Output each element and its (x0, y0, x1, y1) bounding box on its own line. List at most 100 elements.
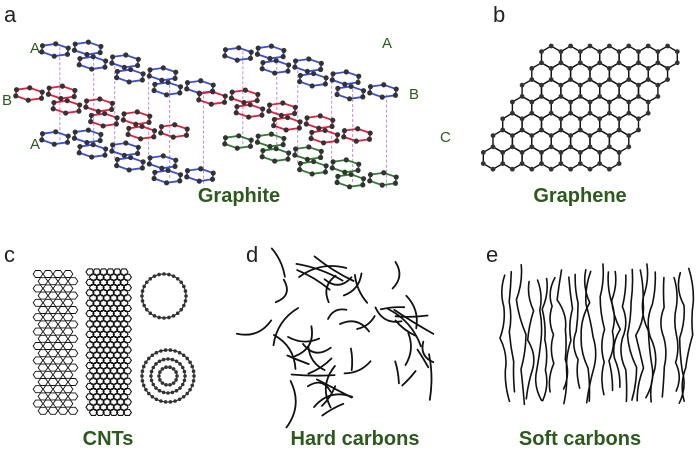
hexagon-ring (98, 320, 109, 328)
carbon-atom (141, 383, 146, 388)
carbon-atom (88, 112, 94, 119)
hexagon-ring (42, 270, 54, 278)
carbon-strand (620, 274, 628, 403)
hexagon-ring (115, 377, 126, 385)
carbon-atom (170, 390, 175, 395)
hexagon-ring (42, 284, 54, 293)
carbon-atom (114, 115, 120, 121)
layer-b-middle (13, 83, 190, 142)
carbon-atom (165, 167, 171, 174)
carbon-strand (580, 269, 591, 402)
carbon-atom (135, 144, 141, 150)
carbon-atom (306, 56, 312, 62)
hexagon-ring (98, 268, 109, 276)
carbon-atom (519, 150, 525, 155)
hexagon-ring (42, 399, 54, 408)
carbon-atom (39, 89, 45, 95)
carbon-atom (128, 154, 134, 161)
hexagon-ring (88, 315, 99, 323)
carbon-atom (172, 163, 178, 169)
carbon-atom (278, 112, 284, 119)
carbon-atom (71, 47, 78, 53)
carbon-atom (90, 54, 96, 60)
carbon-atom (123, 140, 129, 146)
hexagon-ring (92, 351, 102, 359)
hexagon-ring (92, 403, 102, 411)
carbon-atom (655, 49, 661, 54)
carbon-atom (114, 163, 120, 169)
hexagon-ring (109, 284, 119, 292)
hexagon-ring (67, 306, 79, 314)
carbon-atom (233, 110, 239, 116)
hexagon-ring (115, 294, 126, 302)
carbon-atom (577, 127, 583, 133)
hexagon-ring (119, 341, 129, 349)
carbon-atom (318, 148, 324, 154)
carbon-atom (65, 133, 71, 139)
hexagon-ring (98, 330, 109, 338)
carbon-atom (529, 166, 535, 172)
carbon-atom (120, 117, 126, 123)
carbon-atom (322, 81, 328, 87)
hexagon-ring (85, 393, 95, 401)
carbon-atom (335, 85, 341, 91)
carbon-atom (166, 357, 170, 361)
hexagon-ring (102, 346, 112, 354)
carbon-atom (177, 397, 182, 402)
carbon-atom (379, 182, 385, 188)
carbon-atom (39, 131, 46, 137)
hexagon-ring (85, 310, 95, 318)
carbon-atom (259, 66, 265, 72)
hexagon-ring (52, 370, 64, 379)
carbon-atom (335, 173, 341, 179)
carbon-atom (260, 147, 266, 154)
carbon-atom (114, 68, 120, 75)
carbon-atom (260, 59, 266, 66)
hexagon-ring (540, 45, 562, 70)
carbon-atom (150, 394, 155, 399)
hexagon-ring (37, 406, 49, 415)
carbon-fragment (307, 357, 333, 375)
hexagon-ring (560, 45, 581, 70)
carbon-atom (174, 378, 178, 382)
carbon-atom (151, 382, 156, 387)
carbon-strand (548, 276, 556, 393)
carbon-atom (509, 144, 515, 150)
carbon-atom (163, 400, 168, 404)
carbon-atom (539, 94, 544, 99)
hexagon-ring (119, 310, 129, 318)
carbon-strand (641, 263, 654, 399)
carbon-atom (147, 155, 153, 161)
hexagon-ring (62, 385, 74, 394)
carbon-strand (660, 276, 667, 398)
carbon-atom (509, 166, 515, 172)
carbon-atom (529, 99, 535, 105)
carbon-atom (157, 315, 161, 320)
carbon-atom (268, 43, 275, 49)
carbon-atom (558, 150, 564, 155)
hexagon-ring (102, 325, 112, 333)
hexagon-ring (85, 278, 95, 286)
carbon-atom (102, 152, 108, 158)
carbon-atom (154, 386, 158, 390)
carbon-atom (88, 119, 94, 125)
hexagon-ring (95, 367, 105, 375)
hexagon-ring (47, 378, 59, 386)
hexagon-ring (109, 388, 119, 396)
carbon-atom (178, 362, 182, 366)
carbon-atom (83, 104, 89, 110)
carbon-atom (587, 66, 593, 71)
carbon-atom (606, 99, 612, 105)
hexagon-ring (88, 408, 99, 416)
carbon-atom (577, 161, 583, 167)
hexagon-ring (98, 382, 109, 390)
carbon-atom (247, 143, 254, 149)
hexagon-ring (112, 403, 122, 411)
carbon-atom (616, 116, 622, 122)
hexagon-ring (57, 320, 69, 329)
hexagon-ring (115, 325, 126, 333)
hexagon-ring (105, 362, 116, 370)
hexagon-ring (92, 341, 102, 349)
carbon-atom (168, 400, 173, 404)
carbon-atom (334, 179, 340, 186)
